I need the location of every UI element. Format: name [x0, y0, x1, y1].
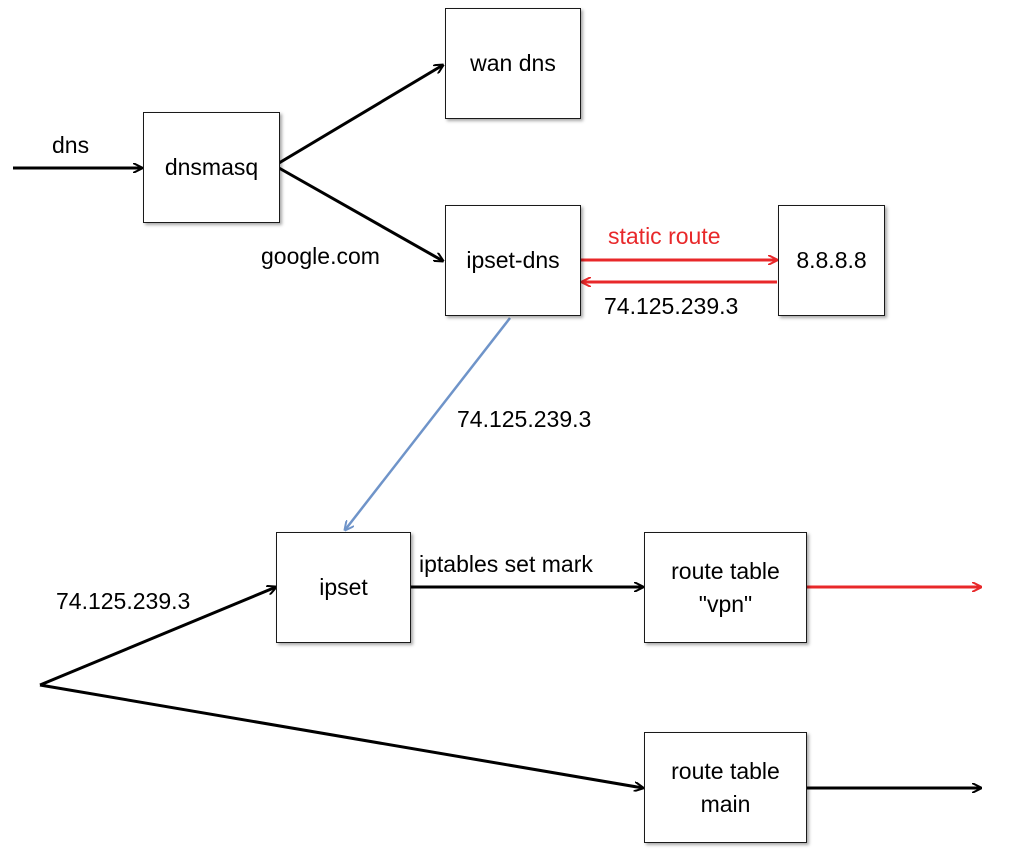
- node-dnsmasq: dnsmasq: [143, 112, 280, 223]
- node-route-table-vpn-line-1: route table: [671, 557, 780, 584]
- node-wan-dns: wan dns: [445, 8, 581, 119]
- node-route-table-vpn: route table "vpn": [644, 532, 807, 643]
- arrow-dnsmasq-to-wan-dns: [278, 65, 443, 165]
- label-ipset-add: 74.125.239.3: [457, 406, 592, 432]
- label-set-mark: iptables set mark: [419, 551, 593, 577]
- node-route-table-main: route table main: [644, 732, 807, 843]
- node-route-table-vpn-line-2: "vpn": [698, 590, 753, 617]
- node-ipset-dns-label: ipset-dns: [466, 247, 560, 273]
- arrow-packet-to-ipset: [39, 587, 276, 687]
- arrow-dnsmasq-to-ipset-dns: [278, 166, 443, 261]
- node-ipset: ipset: [276, 532, 411, 643]
- node-ipset-label: ipset: [319, 574, 368, 600]
- arrow-ipset-dns-to-ipset: [345, 317, 511, 530]
- label-dns-reply: 74.125.239.3: [604, 293, 739, 319]
- label-static-route: static route: [608, 223, 721, 249]
- label-packet-dst: 74.125.239.3: [56, 588, 191, 614]
- node-google-dns-label: 8.8.8.8: [796, 247, 867, 273]
- arrow-packet-to-main: [39, 683, 643, 788]
- label-dns-in: dns: [52, 132, 90, 158]
- label-google-query: google.com: [261, 243, 380, 269]
- node-route-table-main-line-1: route table: [671, 757, 780, 784]
- node-google-dns: 8.8.8.8: [778, 205, 885, 316]
- node-wan-dns-label: wan dns: [470, 50, 556, 76]
- node-dnsmasq-label: dnsmasq: [164, 154, 259, 180]
- node-ipset-dns: ipset-dns: [445, 205, 581, 316]
- node-route-table-main-line-2: main: [700, 790, 751, 817]
